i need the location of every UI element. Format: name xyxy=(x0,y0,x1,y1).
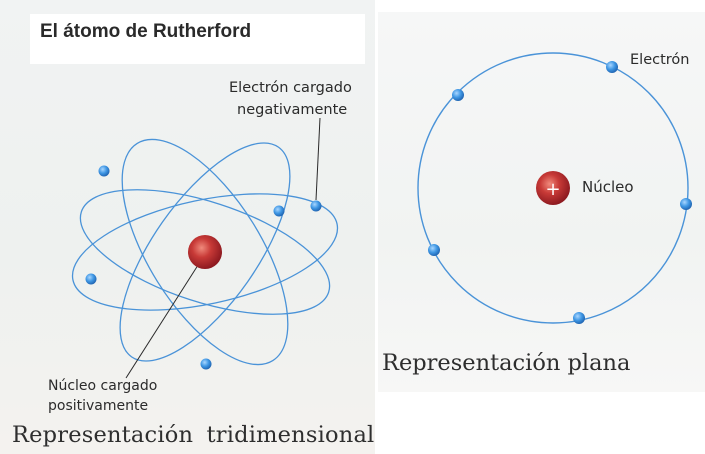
electron-planar xyxy=(606,61,618,73)
orbit-planar xyxy=(417,52,689,324)
nucleus-label-planar: Núcleo xyxy=(582,178,634,196)
electron-3d xyxy=(85,273,97,285)
electron-3d xyxy=(98,165,110,177)
nucleus-3d xyxy=(188,235,222,269)
electron-label-line: negativamente xyxy=(237,102,348,118)
three-dimensional-panel xyxy=(0,0,375,454)
electron-planar xyxy=(680,198,692,210)
electron-3d xyxy=(310,200,322,212)
orbit-ellipse xyxy=(121,138,289,366)
electron-planar xyxy=(428,244,440,256)
caption-planar: Representación plana xyxy=(382,350,631,376)
orbit-ellipse xyxy=(71,193,339,311)
electron-planar xyxy=(452,89,464,101)
electrons-planar xyxy=(428,61,692,324)
caption-three-dimensional: Representación tridimensional xyxy=(12,422,375,448)
nucleus-label-3d: Núcleo cargado positivamente xyxy=(48,376,157,416)
electron-label-line: Electrón cargado xyxy=(229,80,352,96)
nucleus-leader-line-3d xyxy=(125,261,201,379)
orbit-ellipse xyxy=(119,142,291,362)
nucleus-label-line: positivamente xyxy=(48,398,149,414)
title-box: El átomo de Rutherford xyxy=(30,14,365,64)
electrons-3d xyxy=(85,165,322,370)
orbits-3d xyxy=(71,138,339,366)
electron-leader-line-3d xyxy=(315,117,321,201)
page-title: El átomo de Rutherford xyxy=(40,21,252,42)
nucleus-plus-symbol: + xyxy=(545,179,560,200)
electron-planar xyxy=(573,312,585,324)
planar-panel xyxy=(378,12,705,392)
electron-label-3d: Electrón cargado negativamente xyxy=(229,77,352,121)
electron-label-planar: Electrón xyxy=(630,52,690,68)
electron-3d xyxy=(273,205,285,217)
nucleus-planar xyxy=(536,171,570,205)
electron-3d xyxy=(200,358,212,370)
orbit-ellipse xyxy=(79,189,331,315)
nucleus-label-line: Núcleo cargado xyxy=(48,378,158,394)
